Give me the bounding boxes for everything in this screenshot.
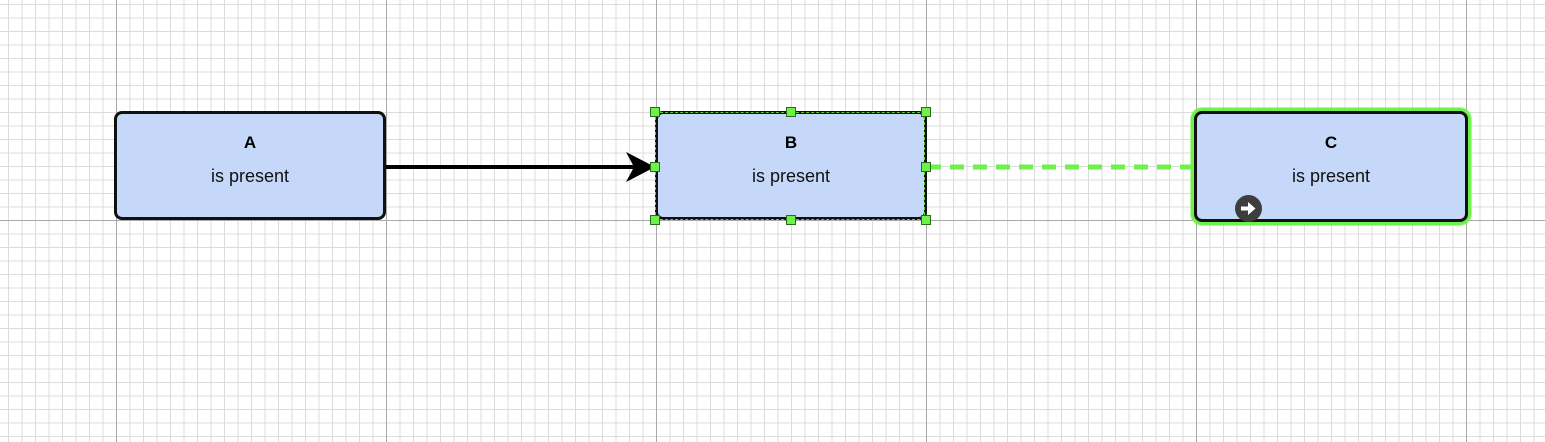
resize-handle-top-left[interactable]	[650, 107, 660, 117]
resize-handle-top-right[interactable]	[921, 107, 931, 117]
node-c-subtitle: is present	[1291, 166, 1371, 186]
node-b-title: B	[784, 133, 798, 152]
node-a[interactable]: A is present	[114, 111, 386, 220]
connection-handle-right[interactable]	[921, 162, 931, 172]
node-b[interactable]: B is present	[655, 111, 927, 220]
node-b-subtitle: is present	[751, 166, 831, 186]
edge-a-to-b-arrowhead	[626, 152, 655, 182]
resize-handle-top[interactable]	[786, 107, 796, 117]
resize-handle-bottom[interactable]	[786, 215, 796, 225]
connection-handle-left[interactable]	[650, 162, 660, 172]
node-a-title: A	[243, 133, 257, 152]
node-c-title: C	[1324, 133, 1338, 152]
resize-handle-bottom-left[interactable]	[650, 215, 660, 225]
arrow-right-circle-icon[interactable]	[1235, 195, 1262, 222]
node-a-subtitle: is present	[210, 166, 290, 186]
resize-handle-bottom-right[interactable]	[921, 215, 931, 225]
